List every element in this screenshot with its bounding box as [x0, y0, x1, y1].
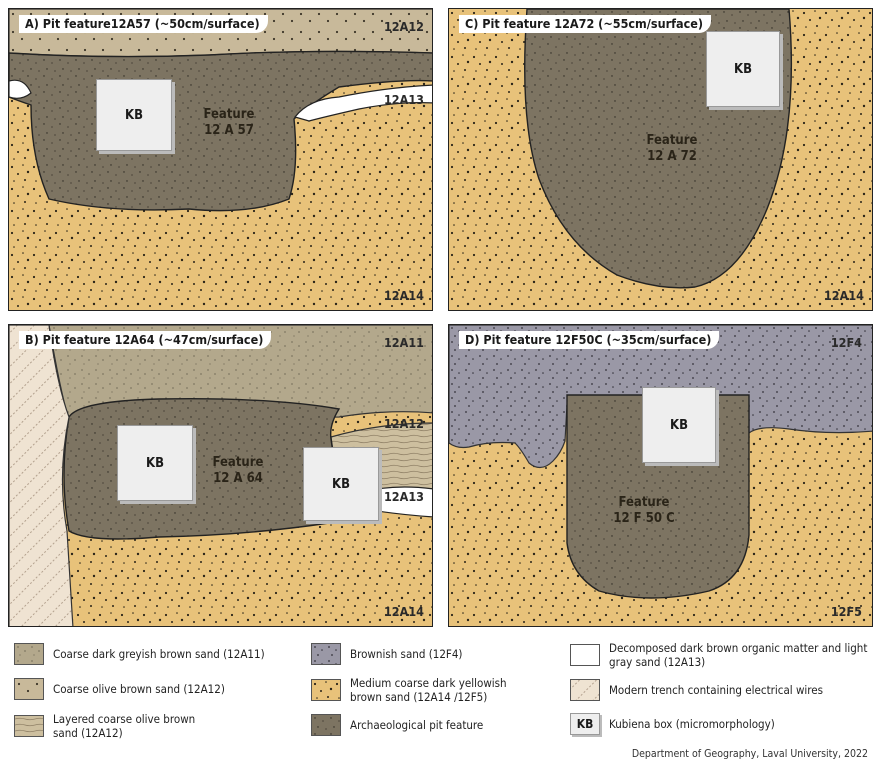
feature-label: Feature 12 F 50 C: [613, 495, 675, 526]
credit-line: Department of Geography, Laval Universit…: [631, 748, 868, 760]
legend-item-medium-yellowish-brown: Medium coarse dark yellowish brown sand …: [311, 676, 531, 704]
legend-label: Decomposed dark brown organic matter and…: [609, 641, 868, 669]
panel-a-stratigraphy: [9, 9, 432, 310]
panel-d-stratigraphy: [449, 325, 872, 626]
panel-b: B) Pit feature 12A64 (~47cm/surface) 12A…: [8, 324, 433, 627]
legend-swatch: [311, 714, 341, 736]
stratum-code-12a14: 12A14: [823, 288, 864, 303]
panel-c-title: C) Pit feature 12A72 (~55cm/surface): [459, 15, 712, 33]
stratum-code-12f4: 12F4: [830, 335, 862, 350]
legend-label: Brownish sand (12F4): [350, 647, 463, 661]
kubiena-box: KB: [96, 79, 172, 151]
legend-swatch: [311, 679, 341, 701]
panel-d-title: D) Pit feature 12F50C (~35cm/surface): [459, 331, 720, 349]
legend-swatch: [14, 715, 44, 737]
panel-c-stratigraphy: [449, 9, 872, 310]
legend-item-pit-feature: Archaeological pit feature: [311, 714, 551, 736]
legend-swatch: [311, 643, 341, 665]
panel-b-title: B) Pit feature 12A64 (~47cm/surface): [19, 331, 272, 349]
stratum-code-12a12: 12A12: [383, 19, 424, 34]
legend-item-coarse-olive-brown: Coarse olive brown sand (12A12): [14, 678, 284, 700]
stratum-code-12a12: 12A12: [383, 416, 424, 431]
legend-item-brownish-sand: Brownish sand (12F4): [311, 643, 551, 665]
stratum-code-12a14: 12A14: [383, 288, 424, 303]
legend-item-organic-matter: Decomposed dark brown organic matter and…: [570, 641, 870, 669]
legend-label: Layered coarse olive brown sand (12A12): [53, 712, 196, 740]
kubiena-box: KB: [642, 387, 716, 463]
legend-item-modern-trench: Modern trench containing electrical wire…: [570, 679, 870, 701]
legend-label: Modern trench containing electrical wire…: [609, 683, 824, 697]
legend-item-kubiena-box: KB Kubiena box (micromorphology): [570, 713, 870, 735]
legend-swatch: [570, 679, 600, 701]
kubiena-box-swatch: KB: [570, 713, 600, 735]
legend-label: Kubiena box (micromorphology): [609, 717, 775, 731]
stratum-code-12a11: 12A11: [383, 335, 424, 350]
panel-a-title: A) Pit feature12A57 (~50cm/surface): [19, 15, 268, 33]
feature-label: Feature 12 A 57: [203, 107, 255, 138]
legend-label: Coarse olive brown sand (12A12): [53, 682, 225, 696]
stratum-code-12f5: 12F5: [830, 604, 862, 619]
legend-swatch: [14, 643, 44, 665]
legend-item-coarse-dark-greyish-brown: Coarse dark greyish brown sand (12A11): [14, 643, 284, 665]
stratum-code-12a13: 12A13: [383, 489, 424, 504]
stratum-code-12a13: 12A13: [383, 92, 424, 107]
legend-item-layered-olive-brown: Layered coarse olive brown sand (12A12): [14, 712, 214, 740]
legend-label: Medium coarse dark yellowish brown sand …: [350, 676, 507, 704]
panel-d: D) Pit feature 12F50C (~35cm/surface) 12…: [448, 324, 873, 627]
legend-swatch: [570, 644, 600, 666]
kubiena-box: KB: [303, 447, 379, 521]
stratum-code-12a14: 12A14: [383, 604, 424, 619]
legend-swatch: [14, 678, 44, 700]
feature-label: Feature 12 A 64: [212, 455, 264, 486]
panel-c: C) Pit feature 12A72 (~55cm/surface) 12A…: [448, 8, 873, 311]
feature-label: Feature 12 A 72: [646, 133, 698, 164]
kubiena-box: KB: [117, 425, 193, 501]
kubiena-box: KB: [706, 31, 780, 107]
legend-label: Archaeological pit feature: [350, 718, 484, 732]
legend-label: Coarse dark greyish brown sand (12A11): [53, 647, 265, 661]
panel-a: A) Pit feature12A57 (~50cm/surface) 12A1…: [8, 8, 433, 311]
